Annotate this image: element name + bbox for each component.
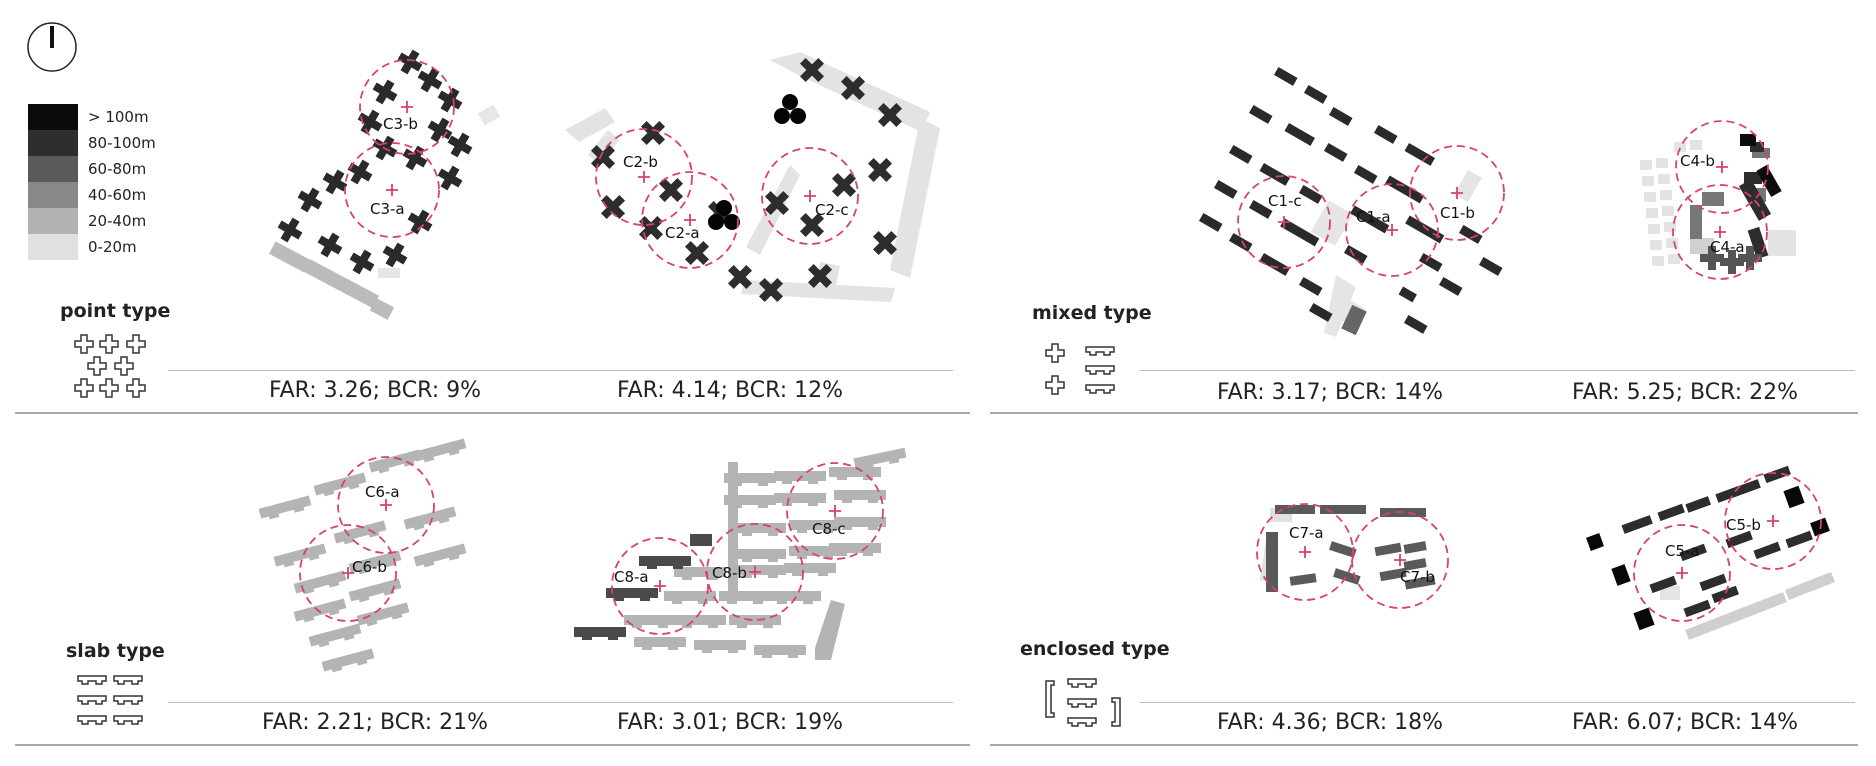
point-type-icon xyxy=(74,334,146,398)
legend-swatch xyxy=(28,156,78,182)
metric-c8: FAR: 3.01; BCR: 19% xyxy=(616,710,844,735)
metric-c3: FAR: 3.26; BCR: 9% xyxy=(268,378,482,403)
circle-label: C2-a xyxy=(665,224,700,242)
legend-swatch xyxy=(28,182,78,208)
circle-label: C6-b xyxy=(352,558,387,576)
divider xyxy=(1140,702,1855,703)
legend-row: > 100m xyxy=(28,104,168,130)
circle-label: C3-a xyxy=(370,200,405,218)
circle-label: C4-b xyxy=(1680,152,1715,170)
plan-c1 xyxy=(1198,67,1503,337)
circle-label: C5-b xyxy=(1726,516,1761,534)
divider xyxy=(1140,370,1855,371)
circle-label: C4-a xyxy=(1710,238,1745,256)
height-legend: > 100m 80-100m 60-80m 40-60m 20-40m 0-20… xyxy=(28,104,168,260)
slab-type-icon xyxy=(77,675,143,725)
circle-label: C7-b xyxy=(1400,568,1435,586)
type-label-point: point type xyxy=(60,300,171,322)
circle-label: C2-b xyxy=(623,153,658,171)
plan-c2 xyxy=(565,52,940,303)
plan-c5 xyxy=(1586,465,1835,640)
metric-c2: FAR: 4.14; BCR: 12% xyxy=(616,378,844,403)
type-label-slab: slab type xyxy=(66,640,165,662)
legend-label: 60-80m xyxy=(88,160,147,178)
legend-row: 0-20m xyxy=(28,234,168,260)
circle-label: C8-b xyxy=(712,564,747,582)
circle-label: C8-a xyxy=(614,568,649,586)
metric-c1: FAR: 3.17; BCR: 14% xyxy=(1216,380,1444,405)
legend-label: 80-100m xyxy=(88,134,156,152)
divider xyxy=(15,412,970,414)
divider xyxy=(15,744,970,746)
circle-labels: C3-b C3-a C2-b C2-a C2-c C1-c C1-a C1-b … xyxy=(352,115,1761,586)
legend-label: > 100m xyxy=(88,108,149,126)
legend-swatch xyxy=(28,208,78,234)
circle-label: C2-c xyxy=(815,201,849,219)
metric-c5: FAR: 6.07; BCR: 14% xyxy=(1571,710,1799,735)
mixed-type-icon xyxy=(1045,343,1115,395)
circle-label: C5-a xyxy=(1665,542,1700,560)
circle-label: C6-a xyxy=(365,483,400,501)
legend-swatch xyxy=(28,234,78,260)
legend-row: 60-80m xyxy=(28,156,168,182)
metric-c4: FAR: 5.25; BCR: 22% xyxy=(1571,380,1799,405)
legend-swatch xyxy=(28,130,78,156)
metric-c7: FAR: 4.36; BCR: 18% xyxy=(1216,710,1444,735)
type-label-enclosed: enclosed type xyxy=(1020,638,1170,660)
divider xyxy=(168,370,953,371)
north-arrow-icon xyxy=(27,22,77,72)
circle-label: C1-c xyxy=(1268,192,1302,210)
legend-label: 40-60m xyxy=(88,186,147,204)
circle-label: C7-a xyxy=(1289,524,1324,542)
legend-label: 0-20m xyxy=(88,238,137,256)
enclosed-type-icon xyxy=(1045,678,1121,727)
circle-label: C3-b xyxy=(383,115,418,133)
analysis-circles xyxy=(299,59,1822,635)
legend-label: 20-40m xyxy=(88,212,147,230)
plan-c4 xyxy=(1640,134,1796,274)
circle-label: C8-c xyxy=(812,520,846,538)
divider xyxy=(168,702,953,703)
legend-row: 40-60m xyxy=(28,182,168,208)
type-label-mixed: mixed type xyxy=(1032,302,1152,324)
circle-label: C1-b xyxy=(1440,204,1475,222)
plan-c3 xyxy=(269,45,501,320)
legend-swatch xyxy=(28,104,78,130)
divider xyxy=(990,744,1858,746)
legend-row: 80-100m xyxy=(28,130,168,156)
plan-c8 xyxy=(574,447,908,660)
divider xyxy=(990,412,1858,414)
circle-label: C1-a xyxy=(1356,208,1391,226)
metric-c6: FAR: 2.21; BCR: 21% xyxy=(261,710,489,735)
legend-row: 20-40m xyxy=(28,208,168,234)
plan-c6 xyxy=(258,438,468,675)
circle-centers xyxy=(342,101,1779,592)
